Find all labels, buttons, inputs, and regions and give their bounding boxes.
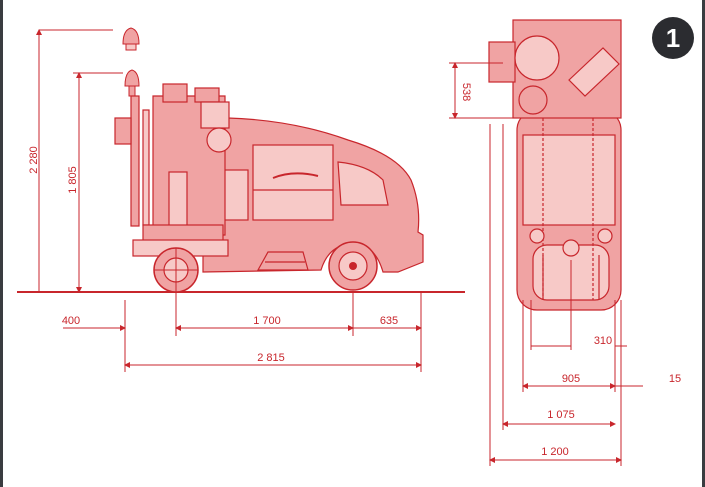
dim-body-width: 1 075 — [547, 409, 575, 421]
side-view: 2 280 1 805 400 1 700 635 2 815 — [17, 27, 465, 372]
dim-total-width: 1 200 — [541, 446, 569, 458]
cab-beacon-icon — [124, 69, 140, 97]
dim-wheelbase: 1 700 — [253, 315, 281, 327]
figure-number: 1 — [666, 23, 680, 53]
dimension-drawing: 2 280 1 805 400 1 700 635 2 815 — [17, 17, 694, 466]
dim-height-cab: 1 805 — [67, 166, 79, 194]
dim-gap: 15 — [669, 373, 681, 385]
height-dimensions — [36, 29, 123, 293]
sweeper-side-body — [114, 83, 424, 273]
dim-rear-overhang: 635 — [380, 315, 398, 327]
dim-inner-offset: 310 — [594, 335, 612, 347]
dim-offset-top: 538 — [460, 83, 472, 101]
dim-total-length: 2 815 — [257, 352, 285, 364]
dim-height-beacon: 2 280 — [28, 146, 40, 174]
figure-number-badge: 1 — [652, 17, 694, 59]
beacon-lamp-icon — [122, 27, 140, 51]
length-dimensions — [63, 292, 422, 372]
technical-drawing-sheet: 2 280 1 805 400 1 700 635 2 815 — [3, 0, 702, 487]
front-wheel-icon — [153, 247, 199, 293]
dim-track-width: 905 — [562, 373, 580, 385]
width-dimensions — [489, 124, 643, 466]
rear-wheel-icon — [328, 241, 378, 291]
dim-front-overhang: 400 — [62, 315, 80, 327]
sweeper-top-body — [488, 19, 622, 311]
top-view: 538 310 15 905 1 075 1 200 — [449, 19, 681, 466]
offset-dimension — [449, 62, 523, 119]
